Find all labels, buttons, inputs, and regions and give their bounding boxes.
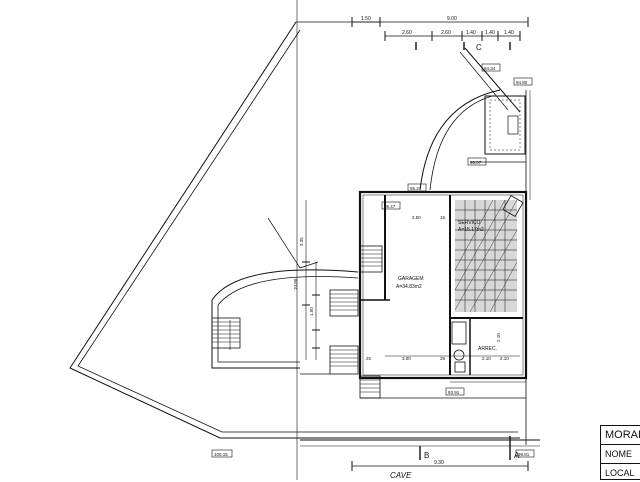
storage-label: ARREC.	[478, 346, 497, 352]
level-l5: 95.47	[384, 204, 396, 209]
garage-label: GARAGEM	[398, 276, 424, 282]
drawing-caption: CAVE	[390, 471, 412, 480]
section-mark-c: A	[514, 451, 520, 460]
service-room-hatch	[451, 195, 524, 373]
dim-top-4: 1.40	[466, 30, 476, 36]
dim-plan-5: 3.00	[402, 356, 411, 361]
title-block-name-row: NOME	[601, 445, 640, 464]
lower-street-lines	[300, 373, 540, 471]
level-l4: 95.27	[410, 186, 422, 191]
dim-plan-0: 3.50	[412, 215, 421, 220]
dim-plan-8: 25	[366, 356, 372, 361]
site-boundary	[69, 21, 521, 439]
title-block-heading: MORAD	[601, 426, 640, 445]
dim-top-1: 9.00	[447, 16, 457, 22]
dim-plan-7: 2.10	[500, 356, 509, 361]
dim-top-0: 1.50	[361, 16, 371, 22]
level-tags: 94.34 94.80 95.07 95.27 95.47 93.91 100.…	[211, 63, 535, 458]
title-block-local-row: LOCAL	[605, 468, 635, 478]
dim-plan-9: 25	[440, 356, 446, 361]
terrace	[470, 90, 531, 200]
top-dimension-chain: 1.50 9.00 2.60 2.60 1.40 1.40 1.40	[351, 16, 529, 50]
title-block: MORAD NOME LOCAL	[600, 425, 640, 480]
section-mark-b: B	[424, 451, 429, 460]
building-walls	[358, 190, 528, 380]
garage-area: A=34.83m2	[396, 284, 422, 290]
garden-curve	[211, 89, 501, 369]
level-l1: 94.34	[484, 66, 496, 71]
left-dimension-lines: 3.35 10.80 1.50	[293, 200, 320, 360]
level-l8: 99.81	[518, 452, 530, 457]
service-room-label: SERVIÇO	[458, 220, 481, 226]
left-stair	[211, 317, 241, 350]
dim-top-2: 2.60	[402, 30, 412, 36]
dim-plan-4: 1.50	[309, 307, 314, 316]
level-l7: 100.15	[214, 452, 228, 457]
plan-dimensions: 3.50 15 3.00 2.10 2.10 25 25 2.10 9.30	[366, 215, 520, 466]
dim-plan-3: 10.80	[293, 278, 298, 290]
level-l6: 93.91	[448, 390, 460, 395]
dim-top-6: 1.40	[504, 30, 514, 36]
dim-top-5: 1.40	[485, 30, 495, 36]
section-markers: C B A	[424, 43, 520, 460]
service-room-area: A=15.17m2	[458, 227, 484, 233]
dim-plan-6: 2.10	[482, 356, 491, 361]
level-l3: 95.07	[470, 160, 482, 165]
dim-plan-10: 2.10	[496, 333, 501, 342]
level-l2: 94.80	[516, 80, 528, 85]
middle-stairs	[329, 245, 383, 399]
dim-plan-1: 15	[440, 215, 446, 220]
dim-plan-2: 3.35	[299, 237, 304, 246]
section-mark-a: C	[476, 43, 482, 52]
dim-top-3: 2.60	[441, 30, 451, 36]
dim-plan-11: 9.30	[434, 460, 444, 466]
